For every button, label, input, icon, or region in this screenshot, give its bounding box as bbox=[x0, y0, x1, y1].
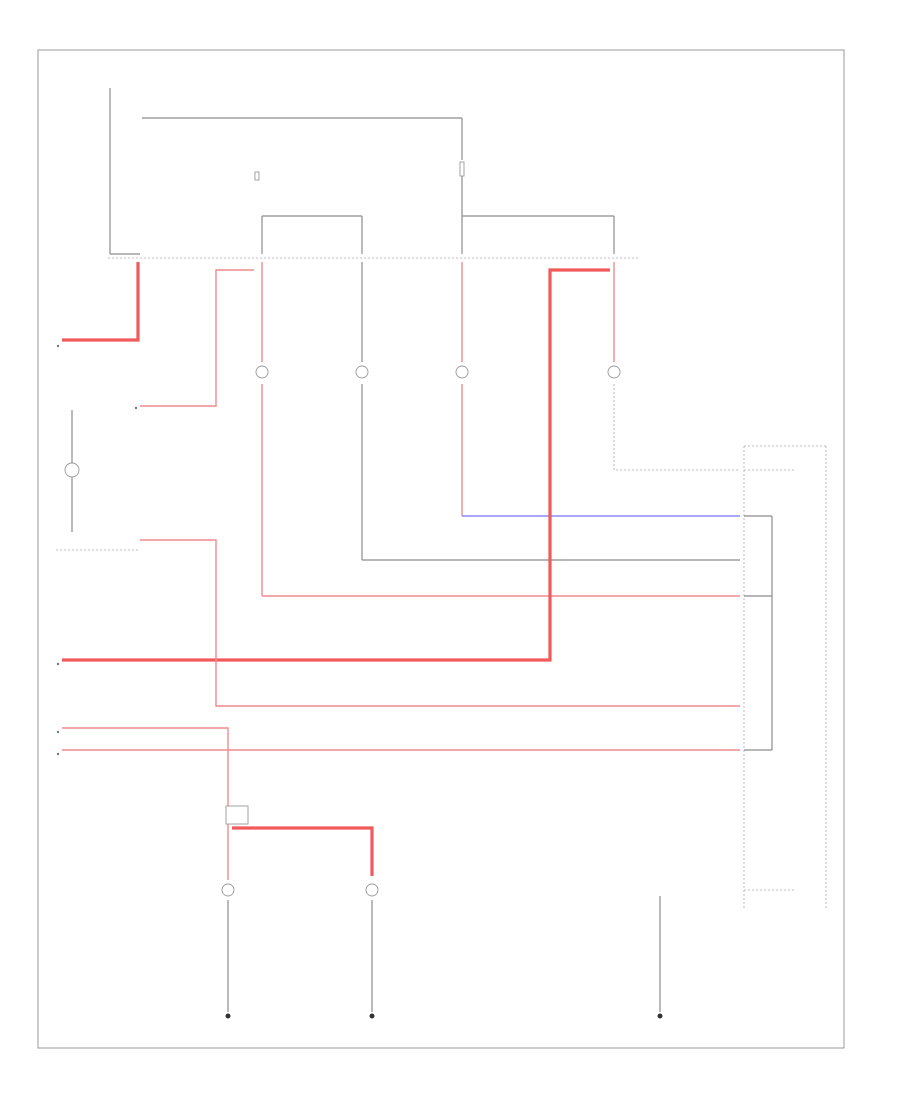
lamp-icon bbox=[355, 365, 369, 379]
connector-section bbox=[657, 445, 827, 1019]
fuse-left bbox=[254, 171, 260, 181]
lamp-icon bbox=[255, 365, 269, 379]
terminal-feed-4 bbox=[56, 730, 60, 734]
wire-feed-3 bbox=[140, 539, 740, 707]
indicator-section bbox=[56, 410, 740, 707]
headlamp-circuit bbox=[56, 262, 740, 666]
fuse-box-section bbox=[108, 88, 640, 259]
relay-output-wire bbox=[232, 826, 374, 876]
terminal-main bbox=[56, 662, 60, 666]
diagram-border bbox=[37, 49, 845, 1049]
terminal-feed-5 bbox=[56, 752, 60, 756]
wire-feed-1 bbox=[62, 262, 140, 342]
lower-wires bbox=[56, 727, 740, 828]
lamp-icon bbox=[221, 883, 235, 897]
relay-section bbox=[221, 805, 379, 1019]
lamp-icon bbox=[64, 462, 80, 478]
wire-feed-2 bbox=[140, 269, 254, 407]
wire-from-headlamp-4 bbox=[613, 384, 740, 471]
main-power-wire bbox=[62, 268, 610, 662]
relay-box bbox=[225, 805, 249, 825]
left-wires bbox=[56, 262, 254, 410]
fuse-right bbox=[459, 161, 465, 177]
ground-icon bbox=[369, 1013, 375, 1019]
lamp-icon bbox=[455, 365, 469, 379]
lamp-icon bbox=[607, 365, 621, 379]
terminal-feed-2 bbox=[134, 406, 138, 410]
wire-feed-4 bbox=[62, 727, 229, 828]
ground-icon bbox=[225, 1013, 231, 1019]
lamp-icon bbox=[365, 883, 379, 897]
terminal-feed-1 bbox=[56, 344, 60, 348]
ground-icon bbox=[657, 1013, 663, 1019]
